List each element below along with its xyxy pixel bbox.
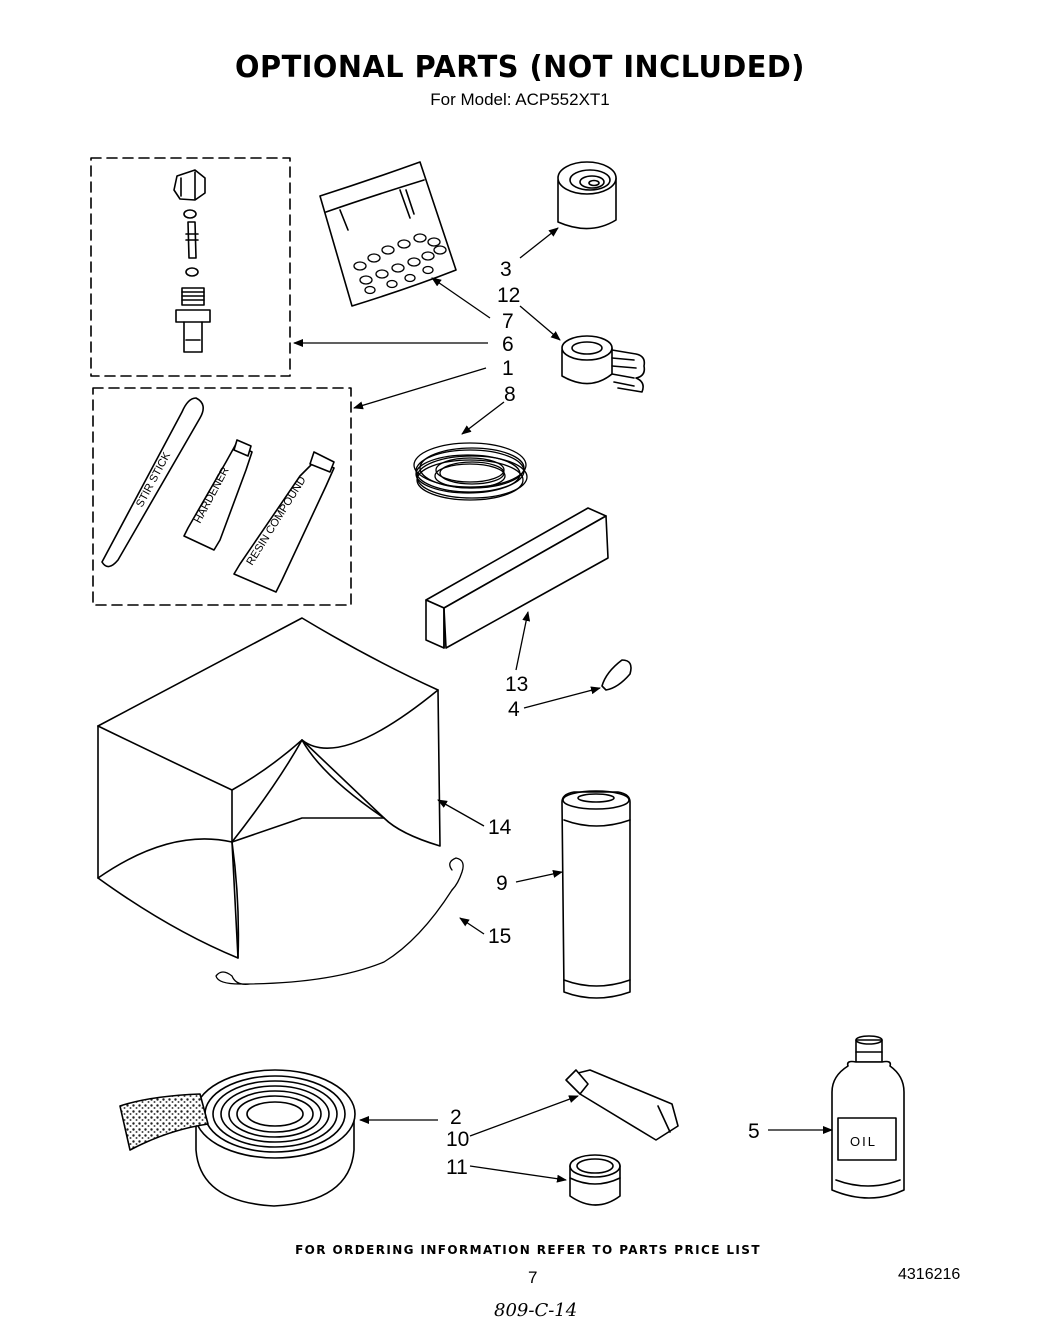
small-part	[601, 659, 632, 691]
handwritten-note: 809-C-14	[494, 1300, 578, 1321]
tape-roll-large	[119, 1069, 356, 1207]
epoxy-kit-box	[92, 387, 352, 606]
foam-block	[425, 507, 609, 649]
callout-14: 14	[488, 816, 512, 839]
callout-10: 10	[446, 1128, 469, 1151]
callout-1: 1	[502, 357, 514, 380]
callout-15: 15	[488, 925, 511, 948]
leader-lines	[293, 227, 833, 1183]
tape-roll-small	[557, 161, 617, 230]
aerosol-can	[561, 790, 631, 999]
ordering-note: FOR ORDERING INFORMATION REFER TO PARTS …	[295, 1243, 761, 1257]
callout-4: 4	[508, 698, 520, 721]
callout-8: 8	[504, 383, 516, 406]
callout-11: 11	[446, 1156, 468, 1179]
model-subtitle: For Model: ACP552XT1	[430, 90, 610, 109]
page-number: 7	[528, 1268, 538, 1287]
oil-label: OIL	[850, 1134, 877, 1149]
callout-9: 9	[496, 872, 508, 895]
small-can	[569, 1154, 621, 1206]
tape-roll-unwound	[561, 335, 646, 393]
tie-cord	[215, 857, 464, 985]
valve-kit-box	[90, 157, 291, 377]
sealant-tube	[565, 1069, 679, 1141]
callout-numbers: 3 12 7 6 1 8 13 4 14 9 15 2 10 11 5	[446, 258, 760, 1179]
oil-bottle	[831, 1035, 905, 1199]
parts-bag	[319, 161, 457, 307]
callout-12: 12	[497, 284, 520, 307]
callout-7: 7	[502, 310, 514, 333]
callout-2: 2	[450, 1106, 462, 1129]
page-title: OPTIONAL PARTS (NOT INCLUDED)	[235, 50, 805, 85]
stir-stick-label: STIR STICK	[134, 450, 173, 510]
cover	[97, 617, 441, 959]
document-number: 4316216	[898, 1266, 961, 1283]
wire-coil	[413, 442, 528, 501]
callout-5: 5	[748, 1120, 760, 1143]
callout-6: 6	[502, 333, 514, 356]
callout-13: 13	[505, 673, 528, 696]
callout-3: 3	[500, 258, 512, 281]
